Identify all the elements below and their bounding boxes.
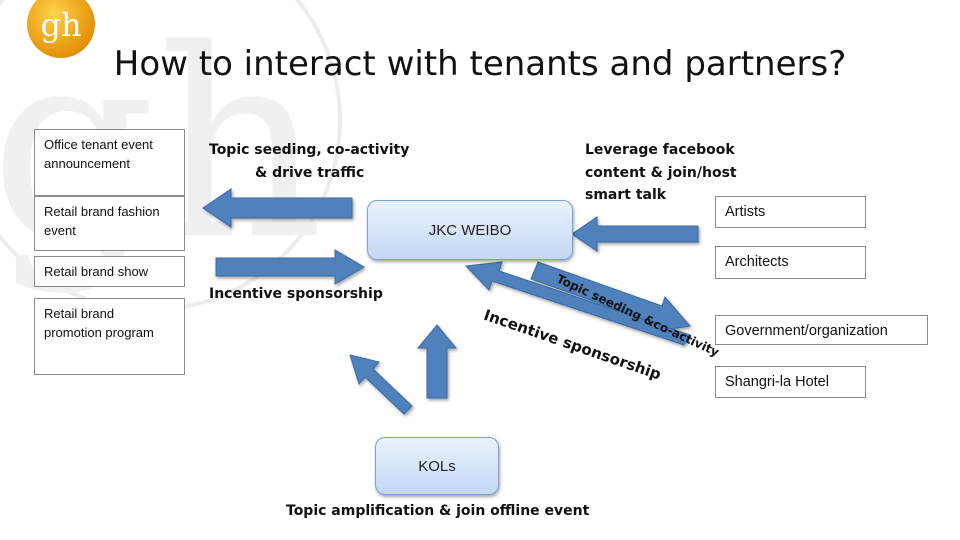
right-item-artists: Artists <box>715 196 866 228</box>
arrow-artists-to-weibo <box>571 216 699 252</box>
label-topic-seeding-left-2: & drive traffic <box>255 165 365 181</box>
left-item-retail-fashion: Retail brand fashion event <box>34 196 185 251</box>
arrow-hotel-to-weibo <box>464 261 691 346</box>
label-leverage-2: content & join/host <box>585 165 737 181</box>
kols-label: KOLs <box>418 457 456 475</box>
label-topic-seeding-left-1: Topic seeding, co-activity <box>209 142 410 158</box>
right-item-architects: Architects <box>715 246 866 279</box>
left-item-retail-show: Retail brand show <box>34 256 185 287</box>
arrow-kols-diagonal <box>349 354 413 415</box>
jkc-weibo-node: JKC WEIBO <box>367 200 573 260</box>
label-kols-caption: Topic amplification & join offline event <box>286 503 590 519</box>
kols-node: KOLs <box>375 437 499 495</box>
svg-text:gh: gh <box>40 6 81 44</box>
label-leverage-1: Leverage facebook <box>585 142 735 158</box>
left-item-office-tenant: Office tenant event announcement <box>34 129 185 196</box>
right-item-government: Government/organization <box>715 315 928 345</box>
arrow-left-to-weibo <box>215 249 365 285</box>
label-leverage-3: smart talk <box>585 187 667 203</box>
right-item-shangri-la: Shangri-la Hotel <box>715 366 866 398</box>
gh-logo: gh <box>27 0 95 58</box>
page-title: How to interact with tenants and partner… <box>113 44 847 84</box>
label-incentive-left: Incentive sponsorship <box>209 286 383 302</box>
jkc-weibo-label: JKC WEIBO <box>428 221 512 239</box>
arrow-kols-up <box>416 324 458 399</box>
arrow-weibo-to-left <box>202 188 353 228</box>
left-item-retail-promotion: Retail brand promotion program <box>34 298 185 375</box>
